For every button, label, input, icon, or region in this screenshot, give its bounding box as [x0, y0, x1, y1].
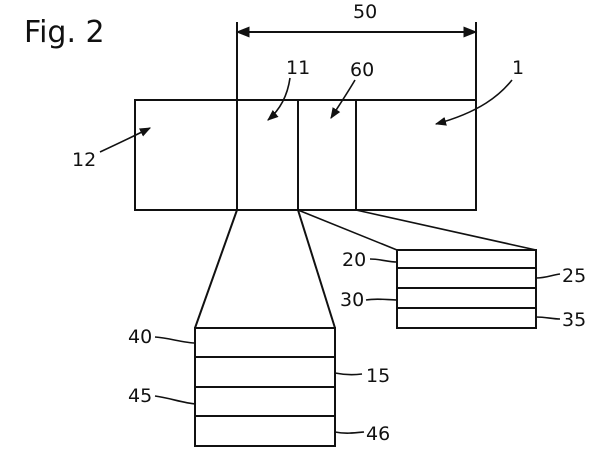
label-30: 30	[340, 289, 364, 311]
main-block	[134, 99, 477, 211]
figure-title: Fig. 2	[24, 15, 105, 50]
lower-layer-stack	[194, 327, 336, 447]
label-12: 12	[72, 149, 96, 171]
fan-lines-right	[297, 209, 537, 251]
label-20: 20	[342, 249, 366, 271]
label-40: 40	[128, 326, 152, 348]
label-46: 46	[366, 423, 390, 445]
label-1: 1	[512, 57, 524, 79]
label-11: 11	[286, 57, 310, 79]
label-15: 15	[366, 365, 390, 387]
label-50: 50	[353, 1, 377, 23]
label-45: 45	[128, 385, 152, 407]
leader-lines	[99, 77, 561, 434]
label-25: 25	[562, 265, 586, 287]
label-35: 35	[562, 309, 586, 331]
dimension-50	[235, 22, 478, 210]
fan-lines-lower	[194, 209, 336, 329]
label-60: 60	[350, 59, 374, 81]
right-layer-stack	[396, 249, 537, 329]
